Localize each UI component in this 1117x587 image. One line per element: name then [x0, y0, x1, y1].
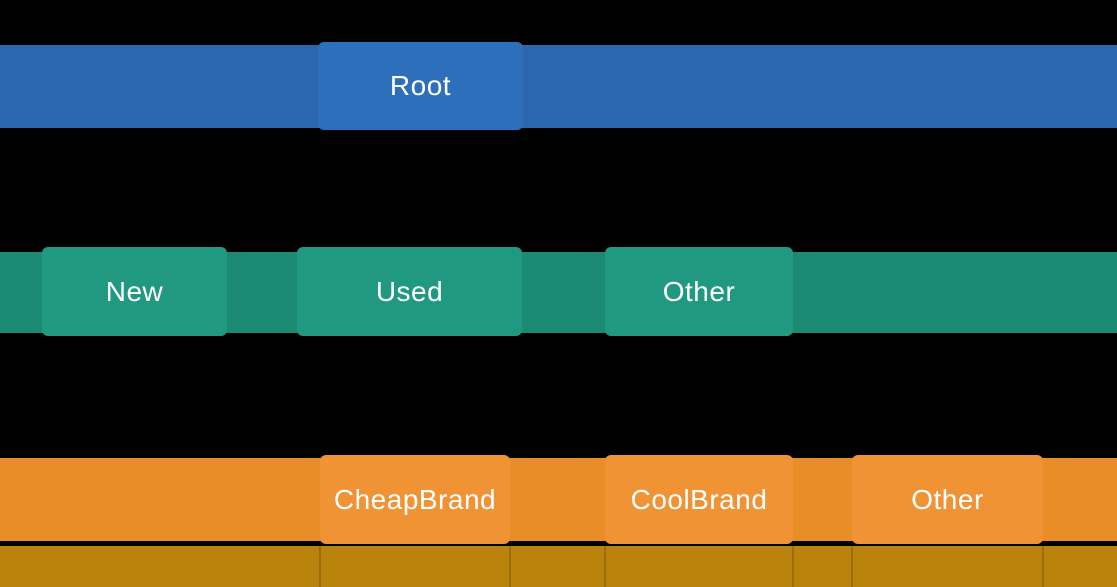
node-brand-other-tile[interactable]: Other [852, 455, 1043, 544]
level-3-seam [319, 546, 321, 587]
node-coolbrand-label: CoolBrand [630, 483, 768, 515]
node-condition-other-label: Other [662, 275, 736, 307]
node-used-tile[interactable]: Used [297, 247, 522, 336]
level-3-seam [509, 546, 511, 587]
node-new-tile[interactable]: New [42, 247, 227, 336]
node-condition-other-tile[interactable]: Other [605, 247, 793, 336]
level-3-seam [792, 546, 794, 587]
node-brand-other-label: Other [911, 483, 984, 515]
node-new-label: New [105, 275, 164, 307]
node-root-tile[interactable]: Root [318, 42, 523, 130]
node-cheapbrand-label: CheapBrand [333, 483, 497, 515]
level-0-band [0, 45, 1117, 128]
node-used-label: Used [375, 275, 444, 307]
node-coolbrand-tile[interactable]: CoolBrand [605, 455, 793, 544]
level-3-seam [851, 546, 853, 587]
node-cheapbrand-tile[interactable]: CheapBrand [320, 455, 510, 544]
node-root-label: Root [389, 70, 452, 101]
level-3-seam [604, 546, 606, 587]
level-3-seam [1042, 546, 1044, 587]
level-3-band-truncated [0, 546, 1117, 587]
